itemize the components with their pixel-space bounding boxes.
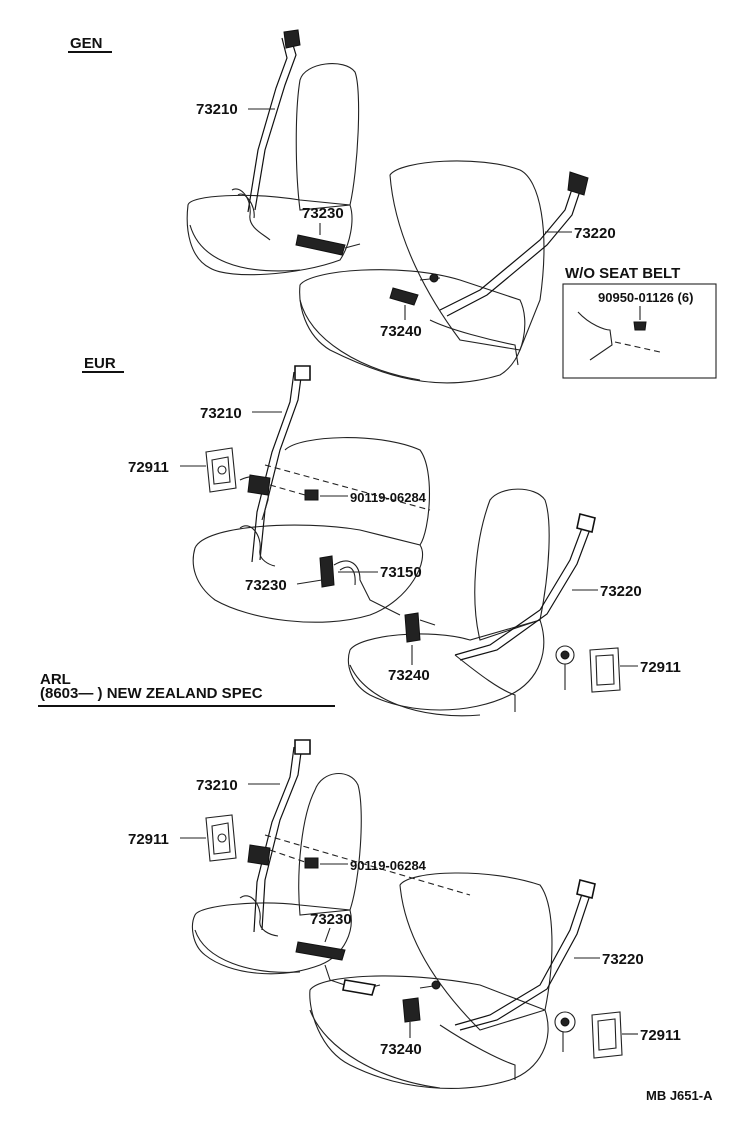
label-nz-73220: 73220 <box>602 951 644 968</box>
label-eur-72911-left: 72911 <box>128 459 169 476</box>
eur-belt-73150 <box>319 555 335 588</box>
label-nz-73210: 73210 <box>196 777 238 794</box>
eur-buckle-73240 <box>404 612 421 643</box>
section-title-arl: ARL <box>40 671 71 688</box>
nz-retractor-left <box>205 814 237 862</box>
gen-belt-73220 <box>439 179 576 311</box>
label-nz-72911-right: 72911 <box>640 1027 681 1044</box>
label-eur-90119: 90119-06284 <box>350 490 427 505</box>
section-gen: GEN 73210 732 <box>68 29 717 384</box>
label-nz-73240: 73240 <box>380 1041 422 1058</box>
section-title-gen: GEN <box>70 35 103 52</box>
nz-retractor-right <box>591 1011 623 1059</box>
inset-without-seat-belt: W/O SEAT BELT 90950-01126 (6) <box>562 265 717 379</box>
eur-retractor-left <box>205 447 237 493</box>
eur-belt-73210 <box>259 369 303 561</box>
nz-left-seat <box>191 772 362 975</box>
diagram-code: MB J651-A <box>646 1088 713 1103</box>
nz-belt-73220 <box>454 884 586 1026</box>
label-eur-73150: 73150 <box>380 564 422 581</box>
label-nz-72911-left: 72911 <box>128 831 169 848</box>
nz-bolt-icon <box>304 857 319 869</box>
nz-buckle-73230 <box>295 941 346 961</box>
gen-buckle-73230 <box>295 234 346 256</box>
gen-belt-73210 <box>254 34 297 211</box>
label-gen-73210: 73210 <box>196 101 238 118</box>
section-eur: EUR <box>82 355 681 717</box>
bolt-icon <box>304 489 319 501</box>
label-eur-73240: 73240 <box>388 667 430 684</box>
nz-buckle-73240 <box>402 997 421 1023</box>
gen-left-seat <box>186 63 360 276</box>
label-eur-72911-right: 72911 <box>640 659 681 676</box>
label-gen-73240: 73240 <box>380 323 422 340</box>
gen-buckle-73240 <box>389 287 419 306</box>
section-title-eur: EUR <box>84 355 116 372</box>
inset-part-number: 90950-01126 (6) <box>598 290 693 305</box>
inset-frame <box>562 283 717 379</box>
label-gen-73220: 73220 <box>574 225 616 242</box>
label-eur-73230: 73230 <box>245 577 287 594</box>
section-title-nz-spec: (8603— ) NEW ZEALAND SPEC <box>40 685 263 702</box>
nz-right-seat <box>309 872 553 1089</box>
label-eur-73210: 73210 <box>200 405 242 422</box>
plug-icon <box>633 321 647 331</box>
eur-right-seat <box>347 488 550 717</box>
label-gen-73230: 73230 <box>302 205 344 222</box>
label-nz-90119: 90119-06284 <box>350 858 427 873</box>
label-nz-73230: 73230 <box>310 911 352 928</box>
inset-title: W/O SEAT BELT <box>565 265 680 282</box>
label-eur-73220: 73220 <box>600 583 642 600</box>
eur-retractor-right <box>589 647 621 693</box>
section-arl-nz: ARL (8603— ) NEW ZEALAND SPEC <box>38 671 681 1089</box>
gen-right-seat <box>299 160 545 384</box>
nz-belt-73210 <box>261 744 303 931</box>
eur-belt-73220 <box>454 519 586 656</box>
